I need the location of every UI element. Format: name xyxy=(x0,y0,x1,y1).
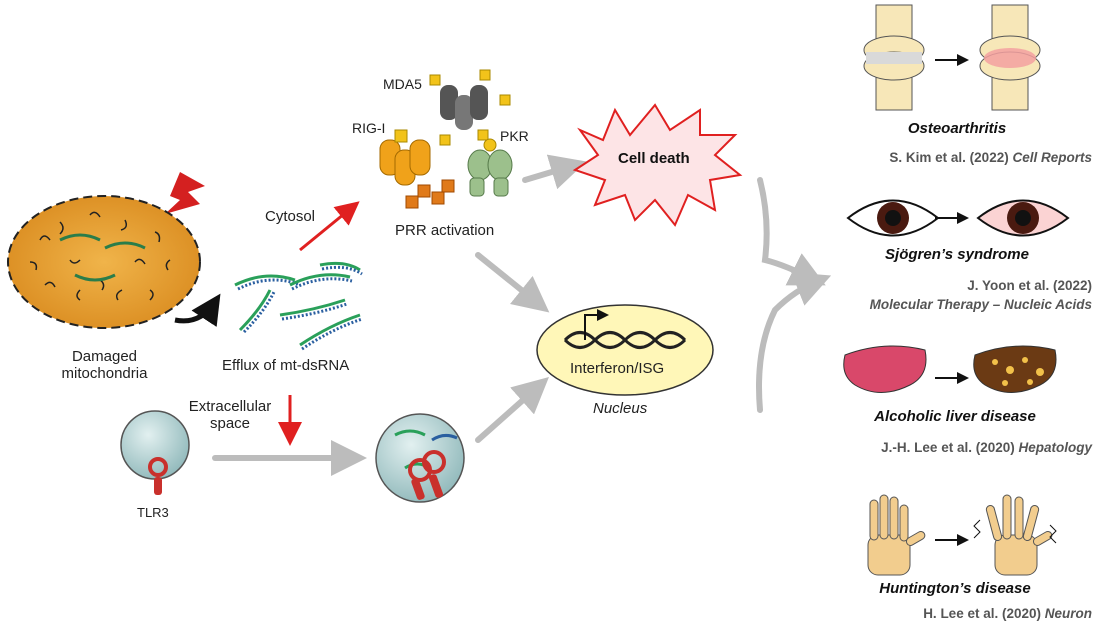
ref-sjogren-authors: J. Yoon et al. (2022) xyxy=(967,278,1092,293)
interferon-label: Interferon/ISG xyxy=(570,360,665,377)
death-to-disease-arrow xyxy=(757,177,826,286)
eye-red-icon xyxy=(976,199,1070,237)
disease-alcoholic-liver: Alcoholic liver disease xyxy=(874,408,1036,425)
endosome-to-nucleus-arrow xyxy=(475,377,549,443)
prr-to-death-arrow xyxy=(522,154,587,190)
nucleus-label: Nucleus xyxy=(593,400,648,417)
ref-liver-journal: Hepatology xyxy=(1018,440,1092,455)
extracellular-label: Extracellular space xyxy=(175,398,285,432)
nucleus xyxy=(536,304,714,396)
disease-osteoarthritis: Osteoarthritis xyxy=(907,120,1007,137)
ref-osteoarthritis-authors: S. Kim et al. (2022) xyxy=(889,150,1013,165)
ref-osteoarthritis-journal: Cell Reports xyxy=(1012,150,1092,165)
endosome-cell xyxy=(375,413,465,503)
rig-i-protein xyxy=(379,129,455,209)
ref-huntington-journal: Neuron xyxy=(1044,606,1092,621)
ref-huntington: H. Lee et al. (2020) Neuron xyxy=(923,606,1092,621)
extracellular-label-line2: space xyxy=(209,415,251,432)
mda5-label: MDA5 xyxy=(383,76,422,92)
rigi-label: RIG-I xyxy=(352,120,386,136)
prr-to-nucleus-arrow xyxy=(475,252,550,313)
damaged-mito-label-line2: mitochondria xyxy=(61,365,148,382)
prr-activation-label: PRR activation xyxy=(395,222,495,239)
hand-normal-icon xyxy=(867,494,926,576)
cytosol-arrow xyxy=(299,201,360,252)
knee-normal-icon xyxy=(863,4,925,111)
ref-osteoarthritis: S. Kim et al. (2022) Cell Reports xyxy=(889,150,1092,165)
damage-lightning-icon xyxy=(165,172,205,214)
disease-sjogren: Sjögren’s syndrome xyxy=(885,246,1029,263)
ref-huntington-authors: H. Lee et al. (2020) xyxy=(923,606,1045,621)
ref-sjogren-journal-text: Molecular Therapy – Nucleic Acids xyxy=(869,297,1092,312)
efflux-arrow xyxy=(174,293,221,327)
ref-liver: J.-H. Lee et al. (2020) Hepatology xyxy=(881,440,1092,455)
extracellular-label-line1: Extracellular xyxy=(188,398,272,415)
liver-normal-icon xyxy=(843,345,927,393)
cytosol-label: Cytosol xyxy=(265,208,316,225)
damaged-mitochondria xyxy=(7,195,201,329)
mda5-protein xyxy=(429,69,511,146)
mt-dsrna-strands xyxy=(234,261,363,351)
damaged-mito-label: Damaged mitochondria xyxy=(42,348,167,382)
tlr3-label: TLR3 xyxy=(137,505,169,520)
cell-death-label: Cell death xyxy=(618,150,690,167)
ref-sjogren-journal: Molecular Therapy – Nucleic Acids xyxy=(870,297,1092,312)
hand-tremor-icon xyxy=(973,494,1057,576)
nucleus-to-disease-arrow xyxy=(756,272,832,413)
ref-liver-authors: J.-H. Lee et al. (2020) xyxy=(881,440,1019,455)
cell-death-burst xyxy=(572,103,743,227)
tlr3-cell xyxy=(120,410,190,495)
pkr-protein xyxy=(467,138,513,197)
eye-normal-icon xyxy=(846,199,940,237)
pkr-label: PKR xyxy=(500,128,529,144)
knee-inflamed-icon xyxy=(979,4,1041,111)
liver-fatty-icon xyxy=(973,345,1057,393)
efflux-label: Efflux of mt-dsRNA xyxy=(222,357,350,374)
disease-huntington: Huntington’s disease xyxy=(879,580,1031,597)
damaged-mito-label-line1: Damaged xyxy=(71,348,138,365)
